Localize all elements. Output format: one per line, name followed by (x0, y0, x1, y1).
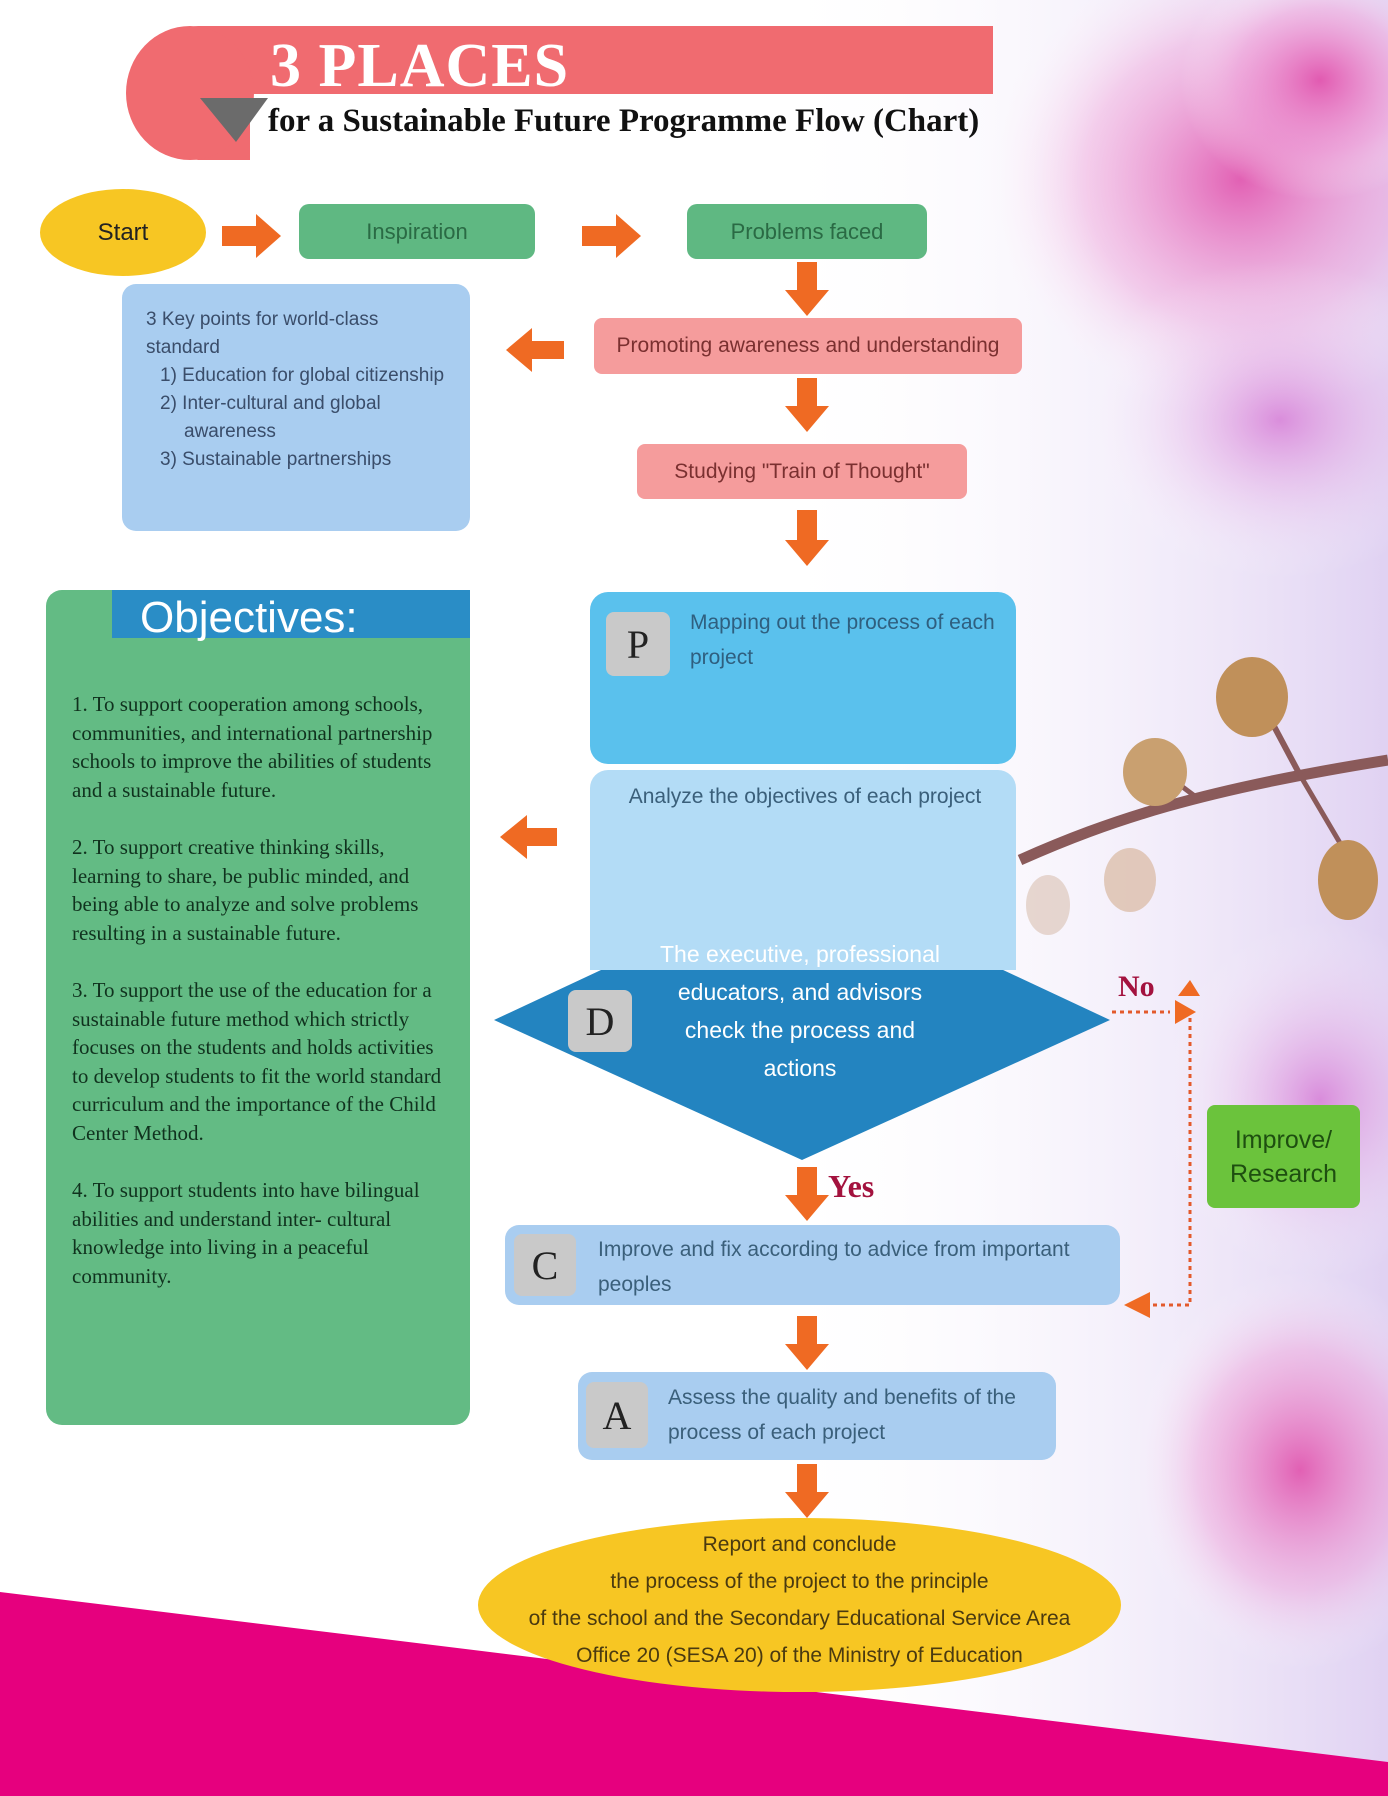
objectives-panel: 1. To support cooperation among schools,… (46, 590, 470, 1425)
arrow-d-to-c (785, 1167, 829, 1221)
inspiration-box: Inspiration (299, 204, 535, 259)
studying-train-of-thought-box: Studying "Train of Thought" (637, 444, 967, 499)
arrow-problems-to-promoting (785, 262, 829, 316)
report-line: of the school and the Secondary Educatio… (528, 1607, 1071, 1630)
check-block (505, 1225, 1120, 1305)
objectives-header-bar (112, 590, 470, 638)
arrow-studying-to-p (785, 510, 829, 566)
key-points-box: 3 Key points for world-class standard 1)… (122, 284, 470, 531)
bottom-band (0, 1592, 1388, 1796)
arrow-promoting-to-keypoints (506, 328, 564, 372)
branch-decoration (1017, 657, 1388, 935)
report-line: the process of the project to the princi… (610, 1570, 989, 1593)
arrow-c-to-a (785, 1316, 829, 1370)
check-letter-badge: C (514, 1234, 576, 1296)
key-points-heading: 3 Key points for world-class standard (146, 309, 379, 358)
no-label: No (1118, 970, 1155, 1003)
objectives-title: Objectives: (140, 593, 358, 642)
act-text: Assess the quality and benefits of the p… (668, 1386, 1016, 1444)
do-letter-badge: D (568, 990, 632, 1052)
arrow-promoting-to-studying (785, 378, 829, 432)
report-text: Report and conclude the process of the p… (478, 1526, 1121, 1674)
report-ellipse (478, 1518, 1121, 1692)
plan-text: Mapping out the process of each project (690, 611, 995, 669)
start-node: Start (40, 189, 206, 276)
problems-faced-box: Problems faced (687, 204, 927, 259)
promoting-awareness-box: Promoting awareness and understanding (594, 318, 1022, 374)
objective-item: 1. To support cooperation among schools,… (72, 692, 433, 802)
feedback-loop (1112, 1010, 1192, 1307)
analyze-objectives-text: Analyze the objectives of each project (628, 785, 982, 808)
arrow-analyze-to-objectives (500, 815, 557, 859)
objective-item: 4. To support students into have bilingu… (72, 1178, 420, 1288)
key-point-item: 1) Education for global citizenship (160, 365, 445, 386)
plan-letter-badge: P (606, 612, 670, 676)
report-line: Report and conclude (702, 1533, 897, 1556)
arrow-a-to-report (785, 1464, 829, 1518)
act-letter-badge: A (586, 1382, 648, 1448)
page-subtitle: for a Sustainable Future Programme Flow … (268, 103, 980, 139)
page-title: 3 PLACES (270, 32, 570, 100)
decision-diamond (494, 876, 1110, 1160)
arrow-start-to-inspiration (222, 214, 281, 258)
key-point-item: 2) Inter-cultural and global awareness (160, 393, 381, 442)
title-banner (126, 26, 993, 160)
analyze-block (590, 770, 1016, 970)
yes-label: Yes (828, 1168, 875, 1204)
objective-item: 3. To support the use of the education f… (72, 978, 442, 1145)
flow-arrows (222, 214, 829, 1518)
improve-research-box: Improve/ Research (1207, 1105, 1360, 1208)
key-point-item: 3) Sustainable partnerships (160, 449, 392, 470)
arrow-inspiration-to-problems (582, 214, 641, 258)
check-text: Improve and fix according to advice from… (598, 1238, 1070, 1296)
decision-text: The executive, professional educators, a… (660, 941, 940, 1081)
act-block (578, 1372, 1056, 1460)
objective-item: 2. To support creative thinking skills, … (72, 835, 419, 945)
report-line: Office 20 (SESA 20) of the Ministry of E… (576, 1644, 1023, 1667)
